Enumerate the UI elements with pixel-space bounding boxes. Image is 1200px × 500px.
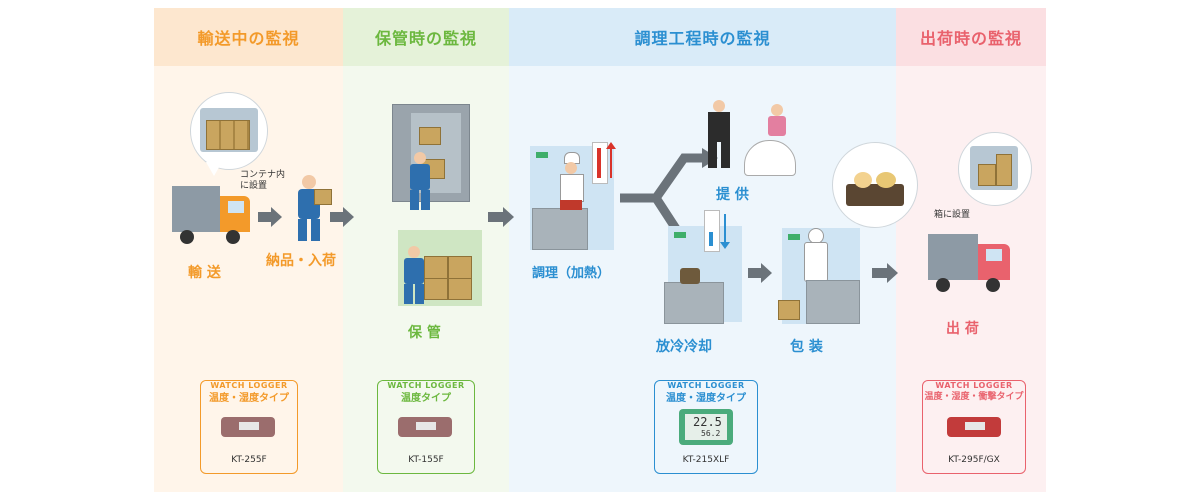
logger-device-icon <box>221 417 275 437</box>
logger-mini-icon <box>536 152 548 158</box>
stage-title: 輸送中の監視 <box>197 29 300 48</box>
box-interior-icon <box>970 146 1018 190</box>
logger-card-kt215xlf: WATCH LOGGER 温度・湿度タイプ 22.5 56.2 KT-215XL… <box>654 380 758 474</box>
stage-title: 出荷時の監視 <box>919 29 1022 48</box>
step-transport: 輸 送 <box>188 265 221 281</box>
step-receiving: 納品・入荷 <box>266 253 336 269</box>
logger-brand: WATCH LOGGER <box>930 381 1018 390</box>
truck-icon <box>928 234 1012 296</box>
branch-up <box>620 153 702 203</box>
thermometer-down-icon <box>704 210 734 254</box>
boxes-icon <box>778 300 800 320</box>
logger-model: KT-155F <box>408 455 444 465</box>
logger-brand: WATCH LOGGER <box>382 381 470 390</box>
logger-brand: WATCH LOGGER <box>205 381 293 390</box>
stage-head-shipping: 出荷時の監視 <box>896 8 1046 66</box>
stage-head-cooking: 調理工程時の監視 <box>509 8 896 66</box>
flow-arrow <box>330 207 354 227</box>
logger-type: 温度・湿度・衝撃タイプ <box>924 392 1024 402</box>
logger-model: KT-295F/GX <box>948 455 1000 465</box>
logger-type: 温度タイプ <box>401 393 451 404</box>
worker-icon <box>400 246 428 304</box>
logger-model: KT-215XLF <box>682 455 730 465</box>
logger-card-kt155f: WATCH LOGGER 温度タイプ KT-155F <box>377 380 475 474</box>
freezer-cabinet-icon <box>392 104 470 202</box>
logger-device-icon <box>947 417 1001 437</box>
step-packing: 包 装 <box>790 339 823 355</box>
worker-icon <box>406 152 434 210</box>
waiter-icon <box>704 100 734 170</box>
logger-card-kt255f: WATCH LOGGER 温度・湿度タイプ KT-255F <box>200 380 298 474</box>
logger-model: KT-255F <box>231 455 267 465</box>
boxes-icon <box>424 248 472 300</box>
diner-icon <box>766 104 788 138</box>
flow-arrow <box>872 263 898 283</box>
step-storage: 保 管 <box>408 325 441 341</box>
flow-arrow <box>258 207 282 227</box>
stage-head-storage: 保管時の監視 <box>343 8 509 66</box>
dining-table-icon <box>744 134 796 176</box>
logger-mini-icon <box>674 232 686 238</box>
logger-device-icon: 22.5 56.2 <box>679 409 733 445</box>
container-note: コンテナ内 に設置 <box>240 170 286 191</box>
logger-device-icon <box>398 417 452 437</box>
boxes-icon <box>206 120 250 150</box>
container-bubble-tail <box>206 162 222 176</box>
pot-icon <box>680 268 700 284</box>
step-serving: 提 供 <box>716 187 749 203</box>
thermometer-up-icon <box>592 142 620 186</box>
worker-icon <box>290 175 332 243</box>
stage-title: 調理工程時の監視 <box>634 29 771 48</box>
packing-worker-icon <box>800 228 830 282</box>
cooling-table <box>664 282 724 324</box>
packing-table <box>806 280 860 324</box>
chef-icon <box>556 152 586 212</box>
flow-arrow <box>488 207 514 227</box>
step-cooking: 調理（加熱） <box>532 266 611 281</box>
logger-display: 22.5 <box>693 415 722 429</box>
logger-type: 温度・湿度タイプ <box>209 393 289 404</box>
stage-head-transport: 輸送中の監視 <box>154 8 343 66</box>
step-shipping: 出 荷 <box>946 321 979 337</box>
logger-mini-icon <box>788 234 800 240</box>
logger-brand: WATCH LOGGER <box>662 381 750 390</box>
stage-title: 保管時の監視 <box>374 29 477 48</box>
box-note: 箱に設置 <box>934 210 971 220</box>
step-cooling: 放冷冷却 <box>656 339 712 355</box>
truck-icon <box>172 186 252 246</box>
logger-type: 温度・湿度タイプ <box>666 393 746 404</box>
logger-card-kt295f: WATCH LOGGER 温度・湿度・衝撃タイプ KT-295F/GX <box>922 380 1026 474</box>
cook-table <box>532 208 588 250</box>
logger-display-secondary: 56.2 <box>701 429 721 438</box>
flow-arrow <box>748 263 772 283</box>
lunchbox-icon <box>846 172 904 206</box>
